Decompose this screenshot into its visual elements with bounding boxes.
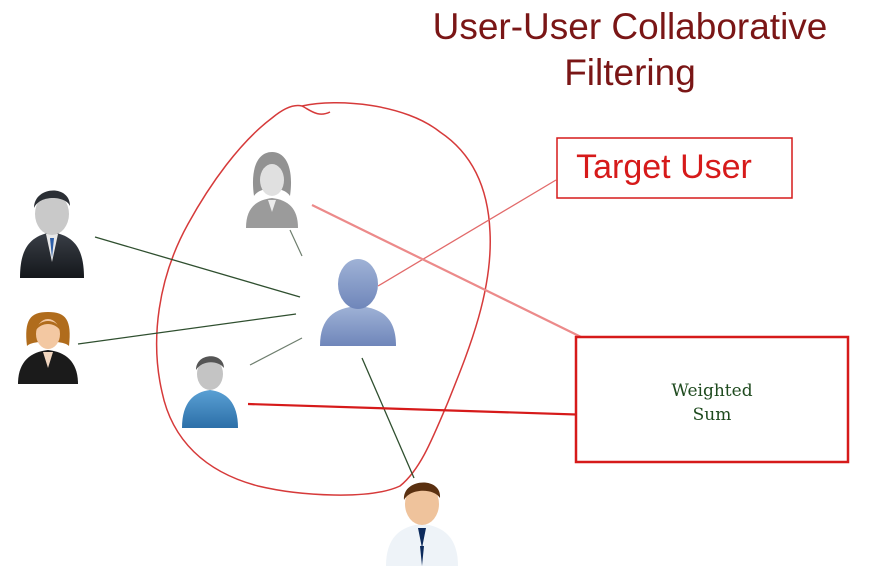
similarity-line-faded-woman — [289, 229, 303, 257]
diagram-title: User-User Collaborative Filtering — [360, 4, 884, 96]
similarity-line-tie-man — [361, 357, 415, 479]
similarity-line-woman — [77, 313, 297, 345]
weighted-sum-label-line-2: Sum — [693, 405, 732, 425]
casual-man-icon — [182, 356, 238, 428]
title-line-2: Filtering — [564, 52, 696, 93]
similarity-line-casual-man — [249, 337, 303, 366]
similarity-line-suit-man — [94, 236, 301, 298]
woman-icon — [18, 312, 78, 384]
weighted-sum-label-line-1: Weighted — [671, 381, 752, 401]
target-pointer-line — [377, 179, 557, 287]
target-user-box: Target User — [556, 137, 793, 199]
man-in-suit-icon — [20, 190, 84, 278]
target-user-silhouette-icon — [320, 259, 396, 346]
target-user-label: Target User — [576, 148, 752, 186]
title-line-1: User-User Collaborative — [432, 6, 828, 47]
arrow-casual-man-to-sum — [247, 402, 594, 420]
man-with-tie-icon — [386, 482, 458, 566]
neighborhood-outline — [155, 102, 491, 496]
arrow-faded-woman-to-sum — [311, 204, 632, 362]
faded-woman-icon — [246, 152, 298, 228]
weighted-sum-box: Weighted Sum — [574, 335, 850, 464]
